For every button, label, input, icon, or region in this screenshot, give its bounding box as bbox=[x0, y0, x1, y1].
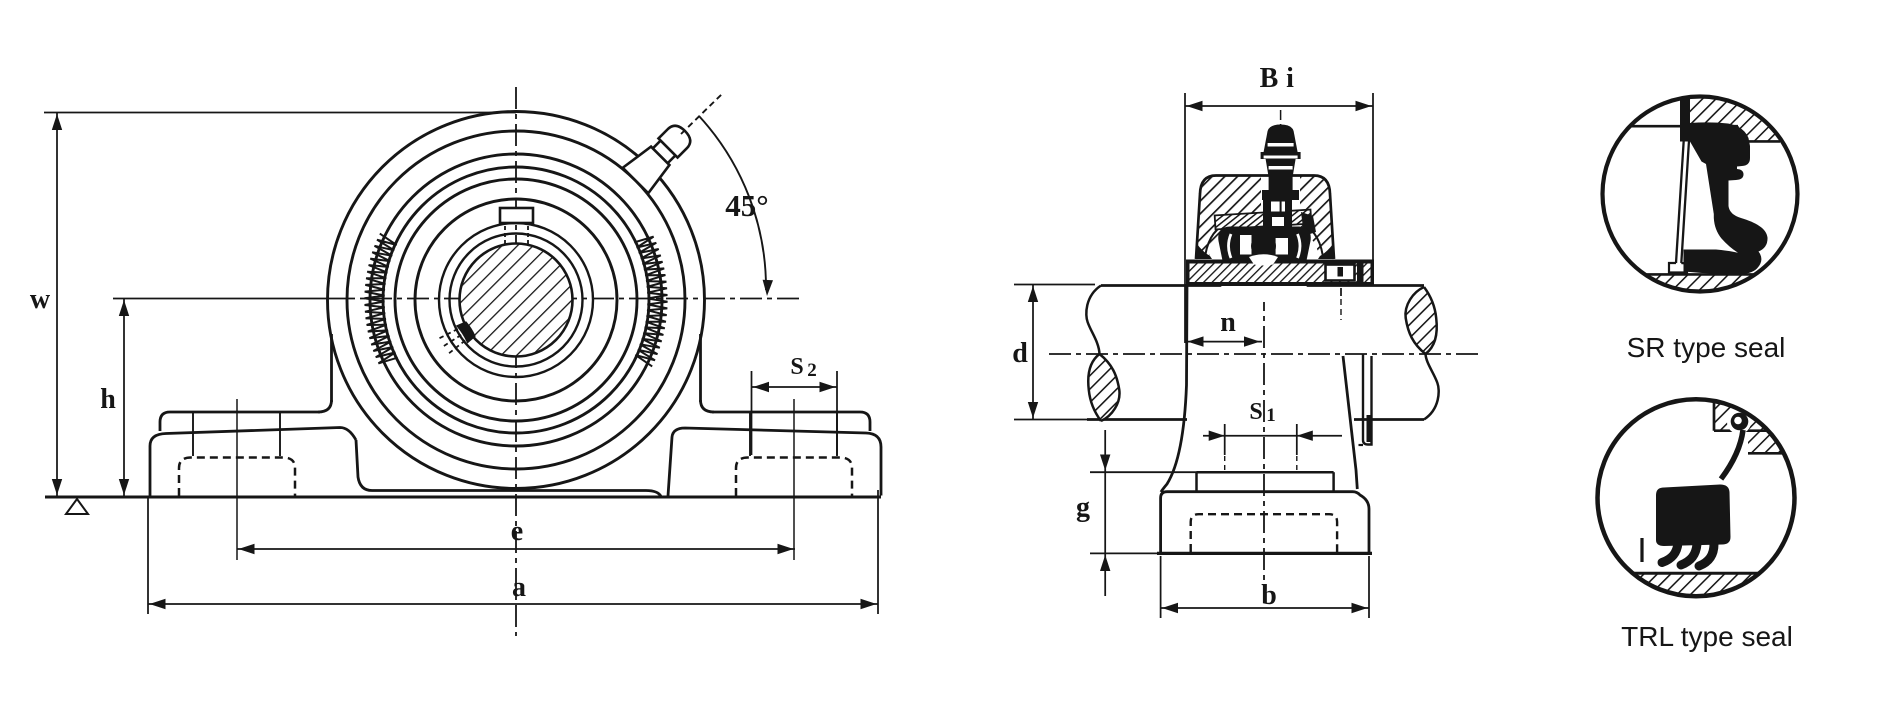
svg-text:h: h bbox=[100, 384, 116, 415]
svg-text:w: w bbox=[30, 284, 51, 315]
svg-text:a: a bbox=[512, 572, 526, 603]
svg-text:e: e bbox=[511, 516, 523, 547]
svg-text:1: 1 bbox=[1266, 405, 1276, 426]
svg-text:i: i bbox=[1286, 63, 1294, 94]
svg-text:45°: 45° bbox=[725, 188, 768, 223]
svg-text:n: n bbox=[1220, 307, 1236, 338]
svg-text:S: S bbox=[1249, 399, 1262, 425]
svg-text:TRL type seal: TRL type seal bbox=[1621, 621, 1793, 652]
svg-text:d: d bbox=[1012, 338, 1028, 369]
svg-text:SR type seal: SR type seal bbox=[1627, 332, 1786, 363]
svg-text:S: S bbox=[790, 354, 803, 380]
svg-text:B: B bbox=[1260, 63, 1279, 94]
svg-text:g: g bbox=[1076, 492, 1090, 523]
svg-text:b: b bbox=[1261, 580, 1277, 611]
svg-text:2: 2 bbox=[807, 360, 817, 381]
